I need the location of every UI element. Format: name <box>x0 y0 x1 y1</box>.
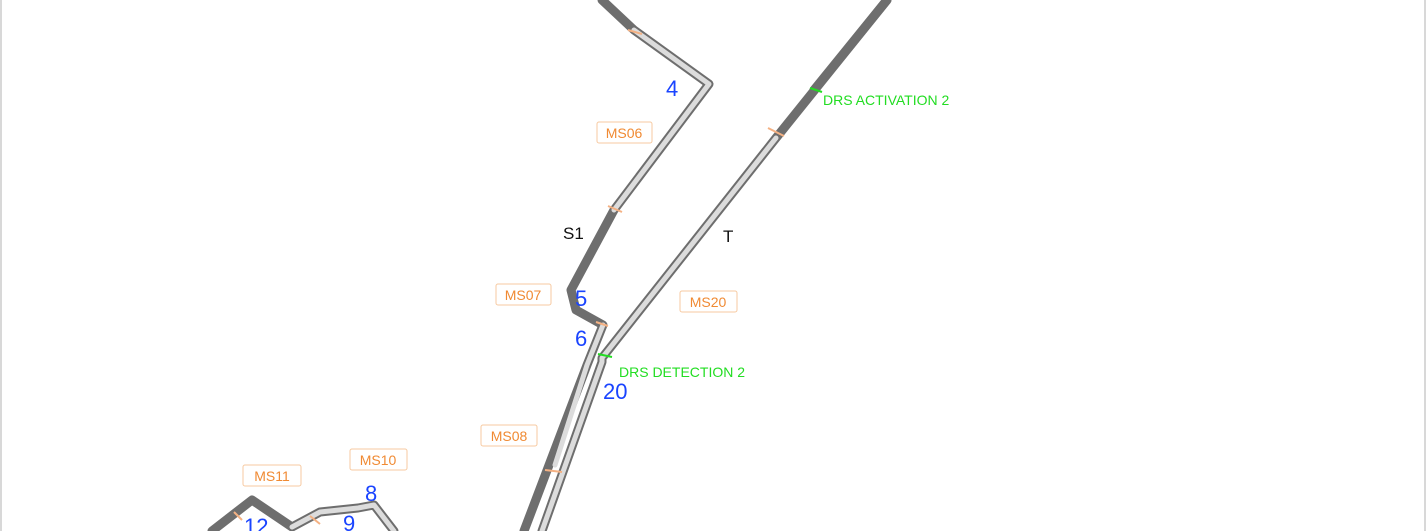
ms07-label: MS07 <box>505 287 542 303</box>
ms11-label: MS11 <box>254 468 290 484</box>
ms06-label: MS06 <box>606 125 643 141</box>
sector-tick <box>767 127 785 137</box>
sector-tick <box>627 29 643 35</box>
sector-tick <box>309 515 321 525</box>
ms20-label: MS20 <box>690 294 727 310</box>
track-section-upper <box>519 0 714 531</box>
main-straight <box>537 0 892 531</box>
turn-6-label: 6 <box>575 326 587 351</box>
sector-1-label: S1 <box>563 224 584 243</box>
turn-4-label: 4 <box>666 76 678 101</box>
mini-sector-ms10: MS10 <box>349 448 408 471</box>
sector-tick <box>233 511 243 521</box>
mini-sector-ms11: MS11 <box>242 464 302 487</box>
drs-detection-2-label: DRS DETECTION 2 <box>619 364 745 380</box>
drs-detection-marker <box>597 353 613 358</box>
drs-markers <box>597 87 823 358</box>
sector-tick <box>595 321 609 327</box>
mini-sector-ms07: MS07 <box>495 283 552 306</box>
turn-20-label: 20 <box>603 379 627 404</box>
ms08-label: MS08 <box>491 428 528 444</box>
turn-12-label: 12 <box>244 514 268 531</box>
turn-9-label: 9 <box>343 511 355 531</box>
turn-8-label: 8 <box>365 481 377 506</box>
sector-ticks <box>233 29 785 525</box>
drs-activation-2-label: DRS ACTIVATION 2 <box>823 92 949 108</box>
turn-5-label: 5 <box>575 286 587 311</box>
timing-line-label: T <box>723 227 733 246</box>
sector-tick <box>544 469 563 473</box>
sector-tick <box>607 205 623 213</box>
mini-sector-ms08: MS08 <box>480 424 538 447</box>
mini-sector-ms06: MS06 <box>596 121 653 144</box>
drs-activation-marker <box>809 87 823 93</box>
mini-sector-ms20: MS20 <box>679 290 738 313</box>
ms10-label: MS10 <box>360 452 397 468</box>
